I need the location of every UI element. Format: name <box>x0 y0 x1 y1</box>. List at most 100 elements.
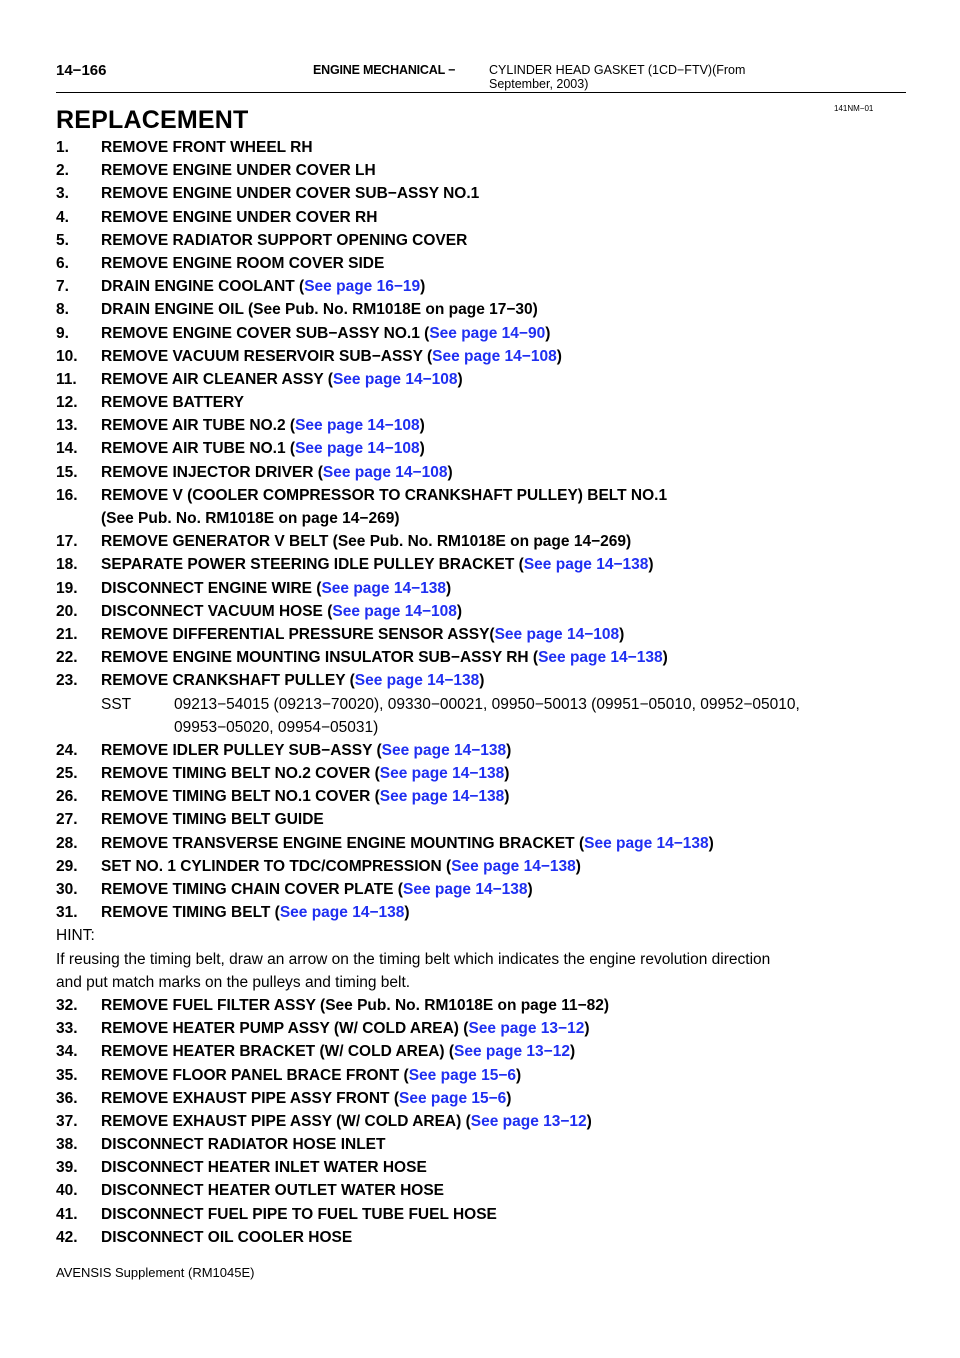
step-text-wrapper: REMOVE V (COOLER COMPRESSOR TO CRANKSHAF… <box>101 487 667 505</box>
see-page-link[interactable]: See page 14−138 <box>584 834 709 852</box>
see-page-link[interactable]: See page 13−12 <box>470 1112 587 1130</box>
step-text-wrapper: DISCONNECT ENGINE WIRE (See page 14−138) <box>101 580 451 598</box>
step-4: 4.REMOVE ENGINE UNDER COVER RH <box>56 209 906 232</box>
step-text: REMOVE TIMING BELT NO.1 COVER ( <box>101 788 380 806</box>
step-text-wrapper: REMOVE RADIATOR SUPPORT OPENING COVER <box>101 232 467 250</box>
step-number: 13. <box>56 417 78 435</box>
step-text-tail: ) <box>447 463 453 481</box>
step-number: 21. <box>56 625 78 643</box>
see-page-link[interactable]: See page 14−108 <box>295 417 420 435</box>
see-page-link[interactable]: See page 14−138 <box>379 788 505 806</box>
step-number: 15. <box>56 463 78 481</box>
see-page-link[interactable]: See page 15−6 <box>399 1089 507 1107</box>
step-36: 36.REMOVE EXHAUST PIPE ASSY FRONT (See p… <box>56 1090 906 1113</box>
step-text-wrapper: REMOVE FLOOR PANEL BRACE FRONT (See page… <box>101 1067 521 1085</box>
see-page-link[interactable]: See page 14−108 <box>295 440 420 458</box>
see-page-link[interactable]: See page 14−138 <box>402 881 528 898</box>
step-37: 37.REMOVE EXHAUST PIPE ASSY (W/ COLD ARE… <box>56 1113 906 1136</box>
step-text-wrapper: REMOVE CRANKSHAFT PULLEY (See page 14−13… <box>101 672 484 690</box>
step-number: 40. <box>56 1182 78 1200</box>
see-page-link[interactable]: See page 14−138 <box>379 765 505 783</box>
step-text-wrapper: REMOVE FUEL FILTER ASSY (See Pub. No. RM… <box>101 997 609 1015</box>
step-text: DISCONNECT FUEL PIPE TO FUEL TUBE FUEL H… <box>101 1205 497 1223</box>
topic-title: CYLINDER HEAD GASKET (1CD−FTV)(From Sept… <box>489 63 789 91</box>
step-text: REMOVE TRANSVERSE ENGINE ENGINE MOUNTING… <box>101 834 585 852</box>
step-text-wrapper: DISCONNECT RADIATOR HOSE INLET <box>101 1136 385 1154</box>
step-28: 28.REMOVE TRANSVERSE ENGINE ENGINE MOUNT… <box>56 835 906 858</box>
see-page-link[interactable]: See page 13−12 <box>454 1043 570 1061</box>
step-number: 30. <box>56 881 78 898</box>
see-page-link[interactable]: See page 15−6 <box>408 1066 517 1084</box>
see-page-link[interactable]: See page 14−108 <box>494 625 620 643</box>
see-page-link[interactable]: See page 14−108 <box>322 463 448 481</box>
page-number: 14−166 <box>56 62 107 79</box>
see-page-link[interactable]: See page 14−108 <box>332 602 457 620</box>
sst-values-line-2: 09953−05020, 09954−05031) <box>174 718 379 736</box>
step-text: DISCONNECT VACUUM HOSE ( <box>101 602 333 620</box>
step-25: 25. REMOVE TIMING BELT NO.2 COVER (See pa… <box>56 765 906 788</box>
step-text-tail: ) <box>662 649 668 667</box>
step-17: 17.REMOVE GENERATOR V BELT (See Pub. No.… <box>56 533 906 556</box>
step-40: 40.DISCONNECT HEATER OUTLET WATER HOSE <box>56 1182 906 1205</box>
step-number: 25. <box>56 765 78 783</box>
step-text: REMOVE FUEL FILTER ASSY (See Pub. No. RM… <box>101 996 610 1014</box>
step-text-wrapper: REMOVE EXHAUST PIPE ASSY FRONT (See page… <box>101 1090 511 1108</box>
see-page-link[interactable]: See page 13−12 <box>468 1020 585 1038</box>
step-text: REMOVE TIMING BELT GUIDE <box>101 811 324 829</box>
step-number: 37. <box>56 1112 78 1130</box>
see-page-link[interactable]: See page 14−108 <box>432 347 557 365</box>
see-page-link[interactable]: See page 14−138 <box>523 556 649 574</box>
step-text-tail: ) <box>586 1112 592 1130</box>
step-number: 10. <box>56 347 78 365</box>
step-text-wrapper: REMOVE BATTERY <box>101 394 244 412</box>
step-text-wrapper: REMOVE DIFFERENTIAL PRESSURE SENSOR ASSY… <box>101 626 624 644</box>
step-text-wrapper: REMOVE TIMING BELT NO.2 COVER (See page … <box>101 765 509 783</box>
step-text-tail: ) <box>648 556 654 574</box>
step-text-wrapper: REMOVE ENGINE UNDER COVER SUB−ASSY NO.1 <box>101 185 479 203</box>
see-page-link[interactable]: See page 14−138 <box>279 904 405 922</box>
see-page-link[interactable]: See page 14−138 <box>381 741 507 759</box>
step-text-tail: ) <box>456 602 463 620</box>
step-text-wrapper: REMOVE TIMING BELT GUIDE <box>101 811 324 829</box>
step-text-wrapper: REMOVE IDLER PULLEY SUB−ASSY (See page 1… <box>101 742 511 760</box>
step-text-wrapper: REMOVE ENGINE MOUNTING INSULATOR SUB−ASS… <box>101 649 668 667</box>
step-text-wrapper: REMOVE HEATER BRACKET (W/ COLD AREA) (Se… <box>101 1043 575 1061</box>
see-page-link[interactable]: See page 14−90 <box>429 324 546 342</box>
step-text-wrapper: REMOVE AIR TUBE NO.1 (See page 14−108) <box>101 440 425 458</box>
step-text: REMOVE BATTERY <box>101 394 244 412</box>
see-page-link[interactable]: See page 16−19 <box>304 278 421 296</box>
step-text-wrapper: REMOVE TIMING CHAIN COVER PLATE (See pag… <box>101 881 533 899</box>
step-29: 29.SET NO. 1 CYLINDER TO TDC/COMPRESSION… <box>56 858 906 881</box>
step-text: REMOVE HEATER BRACKET (W/ COLD AREA) ( <box>101 1043 455 1061</box>
step-number: 5. <box>56 231 69 249</box>
step-text: REMOVE AIR CLEANER ASSY ( <box>101 370 333 388</box>
step-text: REMOVE ENGINE UNDER COVER LH <box>101 162 376 180</box>
step-number: 6. <box>56 254 69 272</box>
see-page-link[interactable]: See page 14−138 <box>321 579 446 597</box>
step-14: 14.REMOVE AIR TUBE NO.1 (See page 14−108… <box>56 440 906 463</box>
step-number: 23. <box>56 672 78 690</box>
step-number: 18. <box>56 556 78 574</box>
see-page-link[interactable]: See page 14−108 <box>332 370 458 388</box>
step-text-tail: ) <box>556 347 562 365</box>
topic-line-2: September, 2003) <box>489 77 589 91</box>
step-text-tail: ) <box>404 904 410 922</box>
step-24: 24.REMOVE IDLER PULLEY SUB−ASSY (See pag… <box>56 742 906 765</box>
step-text-tail: ) <box>575 857 581 875</box>
sst-line-2: 09953−05020, 09954−05031) <box>56 719 906 742</box>
step-text: REMOVE GENERATOR V BELT (See Pub. No. RM… <box>101 533 632 551</box>
step-number: 3. <box>56 185 69 203</box>
step-21: 21. REMOVE DIFFERENTIAL PRESSURE SENSOR A… <box>56 626 906 649</box>
step-5: 5. REMOVE RADIATOR SUPPORT OPENING COVER <box>56 232 906 255</box>
see-page-link[interactable]: See page 14−138 <box>451 857 576 875</box>
step-41: 41.DISCONNECT FUEL PIPE TO FUEL TUBE FUE… <box>56 1206 906 1229</box>
step-16-continuation-text: (See Pub. No. RM1018E on page 14−269) <box>101 510 400 527</box>
step-number: 9. <box>56 324 69 342</box>
step-number: 31. <box>56 904 78 922</box>
see-page-link[interactable]: See page 14−138 <box>538 649 663 667</box>
step-text: DISCONNECT OIL COOLER HOSE <box>101 1228 353 1246</box>
see-page-link[interactable]: See page 14−138 <box>354 672 480 690</box>
step-text-wrapper: DRAIN ENGINE OIL (See Pub. No. RM1018E o… <box>101 301 538 319</box>
step-text: REMOVE VACUUM RESERVOIR SUB−ASSY ( <box>101 347 433 365</box>
